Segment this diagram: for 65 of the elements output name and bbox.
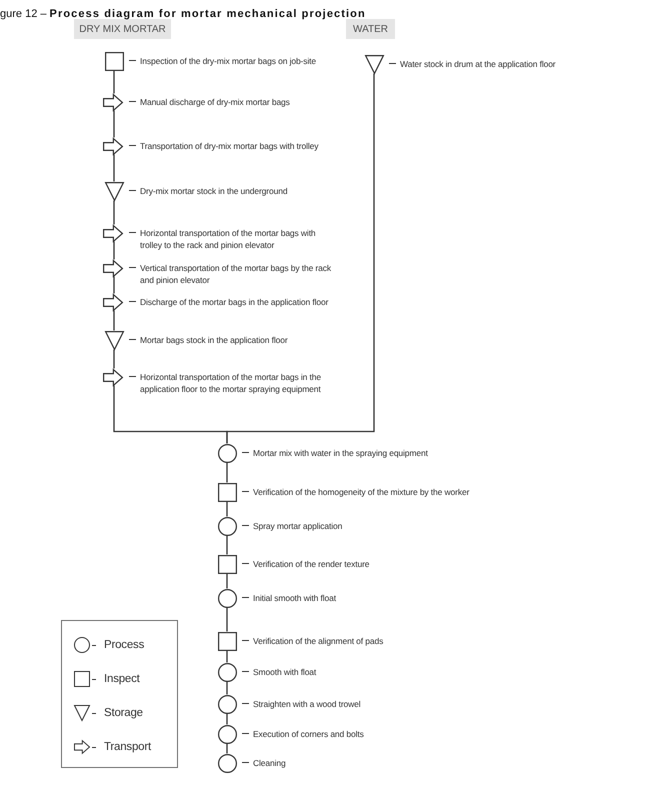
step-description: Verification of the homogeneity of the mixture by the worker <box>253 486 470 498</box>
column-header: DRY MIX MORTAR <box>74 19 171 39</box>
legend-label: Transport <box>104 741 151 753</box>
flow-line <box>113 310 115 330</box>
step-description: Water stock in drum at the application floor <box>400 58 556 70</box>
step-description: Horizontal transportation of the mortar bags in the application floor to the mortar spraying equipment <box>140 371 322 395</box>
flow-line <box>226 536 228 554</box>
inspection-symbol <box>104 52 124 70</box>
flow-line <box>226 462 228 482</box>
legend-label: Inspect <box>104 673 140 685</box>
step-description: Dry-mix mortar stock in the underground <box>140 185 288 197</box>
process-symbol <box>218 588 236 608</box>
inspection-symbol <box>218 554 236 574</box>
figure-title: gure 12 – Process diagram for mortar mechanical projection <box>0 7 366 21</box>
step-description: Straighten with a wood trowel <box>253 698 361 710</box>
flow-line <box>113 70 115 94</box>
flow-line <box>113 350 115 368</box>
flow-line <box>226 608 228 632</box>
inspection-symbol <box>218 482 236 502</box>
step-description: Verification of the alignment of pads <box>253 635 384 647</box>
transport-symbol <box>103 368 123 386</box>
step-description: Smooth with float <box>253 666 316 678</box>
step-description: Horizontal transportation of the mortar bags with trolley to the rack and pinion elevator <box>140 227 317 251</box>
flow-line <box>226 74 375 444</box>
process-symbol <box>218 662 236 682</box>
step-description: Mortar mix with water in the spraying equipment <box>253 447 428 459</box>
column-header: WATER <box>346 19 395 39</box>
flow-line <box>113 110 115 138</box>
process-symbol <box>218 694 236 714</box>
transport-symbol <box>103 224 123 242</box>
transport-symbol <box>103 260 123 276</box>
flow-line <box>226 744 228 754</box>
step-description: Vertical transportation of the mortar bags by the rack and pinion elevator <box>140 262 332 286</box>
step-description: Execution of corners and bolts <box>253 728 364 740</box>
process-symbol <box>218 754 236 772</box>
storage-symbol <box>364 54 384 74</box>
step-description: Initial smooth with float <box>253 592 336 604</box>
step-description: Discharge of the mortar bags in the application floor <box>140 296 328 308</box>
transport-symbol <box>103 138 123 154</box>
flow-line <box>226 650 228 662</box>
step-description: Transportation of dry-mix mortar bags with trolley <box>140 140 318 152</box>
legend-label: Storage <box>104 707 143 719</box>
flow-line <box>226 574 228 588</box>
process-symbol <box>218 516 236 536</box>
step-description: Manual discharge of dry-mix mortar bags <box>140 96 290 108</box>
flow-line <box>113 200 115 224</box>
transport-symbol <box>103 94 123 110</box>
flow-line <box>226 502 228 516</box>
step-description: Spray mortar application <box>253 520 342 532</box>
step-description: Verification of the render texture <box>253 558 370 570</box>
flow-line <box>226 714 228 724</box>
flow-line <box>113 276 115 294</box>
legend-label: Process <box>104 639 144 651</box>
step-description: Inspection of the dry-mix mortar bags on job-site <box>140 55 316 67</box>
step-description: Mortar bags stock in the application floor <box>140 334 288 346</box>
storage-symbol <box>104 182 124 200</box>
storage-symbol <box>104 330 124 350</box>
step-description: Cleaning <box>253 757 286 769</box>
inspection-symbol <box>218 632 236 650</box>
process-symbol <box>218 724 236 744</box>
transport-symbol <box>103 294 123 310</box>
flow-line <box>113 154 115 182</box>
flow-line <box>226 682 228 694</box>
flow-line <box>113 242 115 260</box>
process-symbol <box>218 444 236 462</box>
